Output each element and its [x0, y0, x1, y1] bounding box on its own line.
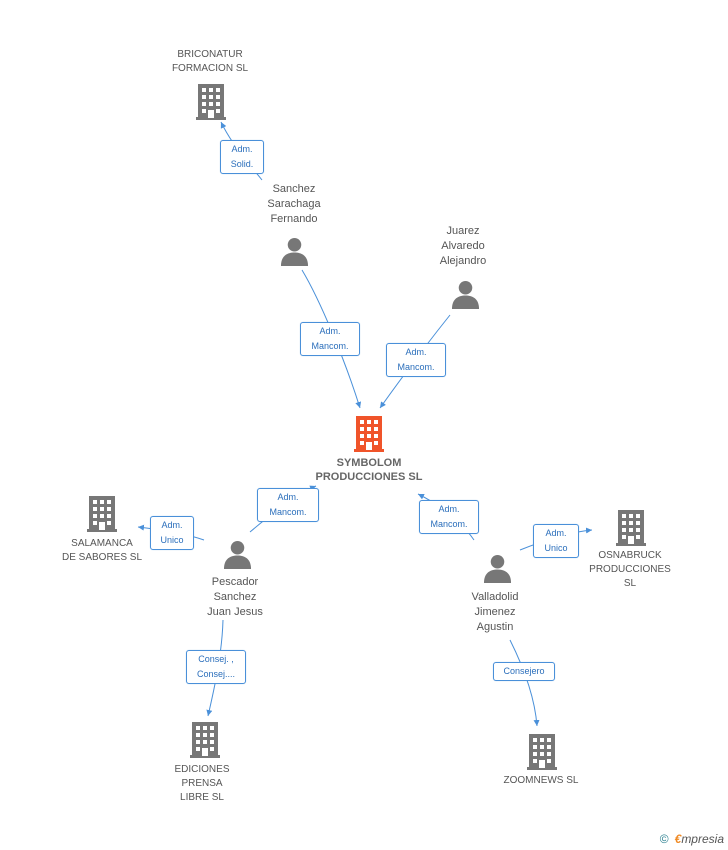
salamanca-building-icon: [87, 496, 117, 532]
company-label-zoomnews[interactable]: ZOOMNEWS SL: [503, 775, 579, 786]
company-label-briconatur[interactable]: BRICONATUR FORMACION SL: [171, 49, 249, 74]
relation-label: Adm. Mancom.: [419, 500, 479, 534]
valladolid-person-icon: [483, 554, 512, 583]
ediciones-building-icon: [190, 722, 220, 758]
edge-valladolid-zoomnews: [509, 639, 540, 727]
sanchez-person-icon: [280, 237, 309, 266]
relation-label: Adm. Unico: [150, 516, 194, 550]
brand-logo: €mpresia: [675, 832, 724, 846]
osnabruck-building-icon: [616, 510, 646, 546]
brand-initial: €: [674, 832, 682, 846]
focus-company-label[interactable]: SYMBOLOM PRODUCCIONES SL: [315, 457, 423, 483]
relation-label: Adm. Mancom.: [386, 343, 446, 377]
company-label-ediciones[interactable]: EDICIONES PRENSA LIBRE SL: [174, 764, 230, 803]
relation-label: Adm. Solid.: [220, 140, 264, 174]
person-label-valladolid[interactable]: Valladolid Jimenez Agustin: [471, 591, 519, 633]
pescador-person-icon: [223, 540, 252, 569]
brand-name: mpresia: [681, 832, 724, 846]
relation-label: Adm. Unico: [533, 524, 579, 558]
company-label-salamanca[interactable]: SALAMANCA DE SABORES SL: [61, 538, 143, 563]
zoomnews-building-icon: [527, 734, 557, 770]
relation-label: Adm. Mancom.: [257, 488, 319, 522]
relation-label: Adm. Mancom.: [300, 322, 360, 356]
footer-brand: © €mpresia: [660, 832, 724, 846]
person-label-juarez[interactable]: Juarez Alvaredo Alejandro: [439, 225, 487, 267]
juarez-person-icon: [451, 280, 480, 309]
relation-label: Consej. , Consej....: [186, 650, 246, 684]
briconatur-building-icon: [196, 84, 226, 120]
copyright-symbol: ©: [659, 832, 669, 846]
person-label-pescador[interactable]: Pescador Sanchez Juan Jesus: [207, 576, 263, 618]
person-label-sanchez[interactable]: Sanchez Sarachaga Fernando: [267, 183, 321, 225]
company-label-osnabruck[interactable]: OSNABRUCK PRODUCCIONES SL: [589, 550, 671, 589]
relation-label: Consejero: [493, 662, 555, 681]
focus-building-icon: [354, 416, 384, 452]
